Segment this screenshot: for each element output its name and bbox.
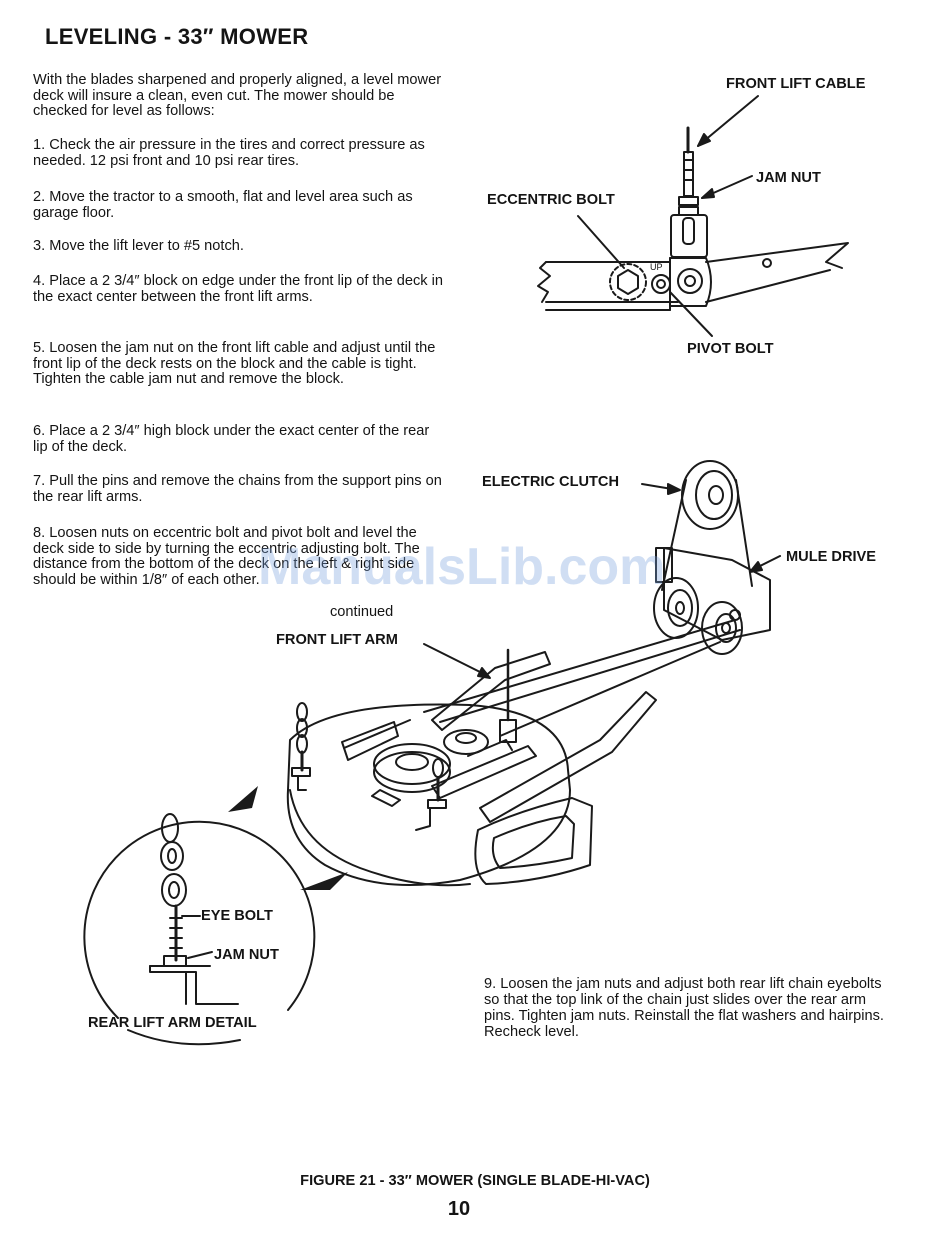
watermark: ManualsLib.com	[258, 538, 666, 596]
continued-note: continued	[330, 604, 394, 620]
front-lift-arm	[431, 651, 551, 731]
label-eye-bolt: EYE BOLT	[201, 908, 273, 924]
page-number: 10	[447, 1198, 471, 1220]
step-5: 5. Loosen the jam nut on the front lift …	[33, 340, 436, 387]
step-4: 4. Place a 2 3/4″ block on edge under th…	[33, 273, 444, 305]
step-7: 7. Pull the pins and remove the chains f…	[33, 473, 442, 505]
step-6: 6. Place a 2 3/4″ high block under the e…	[33, 423, 430, 455]
rear-lift-chains	[291, 702, 447, 831]
eccentric-bolt-head	[617, 269, 639, 295]
step-9: 9. Loosen the jam nuts and adjust both r…	[484, 976, 884, 1040]
label-jam-nut-detail: JAM NUT	[214, 947, 279, 963]
intro-paragraph: With the blades sharpened and properly a…	[33, 72, 442, 119]
label-up-mark: UP	[650, 262, 663, 272]
figure-caption: FIGURE 21 - 33″ MOWER (SINGLE BLADE-HI-V…	[300, 1173, 650, 1189]
label-mule-drive: MULE DRIVE	[786, 549, 876, 565]
label-front-lift-cable: FRONT LIFT CABLE	[726, 76, 866, 92]
label-front-lift-arm: FRONT LIFT ARM	[276, 632, 398, 648]
jam-nut-top	[678, 196, 699, 206]
step-3: 3. Move the lift lever to #5 notch.	[33, 238, 244, 254]
label-eccentric-bolt: ECCENTRIC BOLT	[487, 192, 615, 208]
page-title: LEVELING - 33″ MOWER	[45, 24, 309, 49]
label-electric-clutch: ELECTRIC CLUTCH	[482, 474, 620, 490]
mule-drive-assembly	[423, 460, 781, 679]
mower-deck	[286, 619, 741, 887]
label-jam-nut-top: JAM NUT	[756, 170, 821, 186]
label-rear-lift-arm-detail: REAR LIFT ARM DETAIL	[88, 1015, 257, 1031]
label-pivot-bolt: PIVOT BOLT	[687, 341, 774, 357]
step-8: 8. Loosen nuts on eccentric bolt and piv…	[33, 525, 420, 588]
step-1: 1. Check the air pressure in the tires a…	[33, 137, 425, 169]
front-hanger-detail	[537, 95, 849, 337]
rear-lift-arm-detail	[83, 813, 316, 1046]
step-2: 2. Move the tractor to a smooth, flat an…	[33, 189, 413, 221]
pivot-bolt-head	[677, 268, 703, 294]
